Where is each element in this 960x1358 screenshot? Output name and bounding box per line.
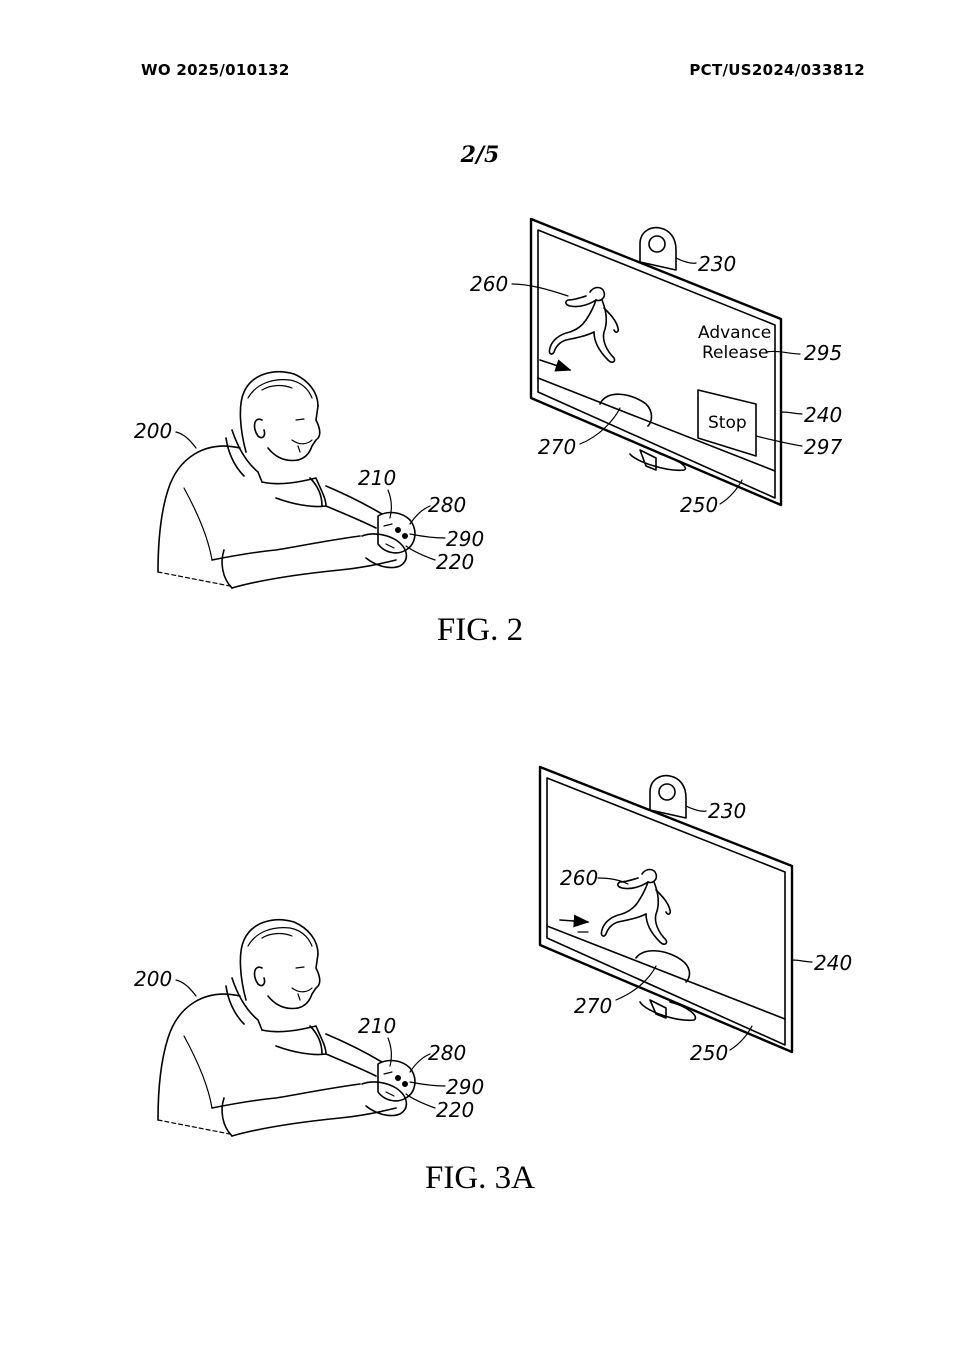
fig3a-ref-button-b: 290 xyxy=(446,1075,484,1099)
fig2-ref-hand: 220 xyxy=(436,550,474,574)
fig3a-motion-arrow xyxy=(559,914,590,928)
fig2-stop-button-box xyxy=(697,389,757,457)
fig2-ref-prompt: 295 xyxy=(804,341,842,365)
fig2-prompt-line2: Release xyxy=(702,343,768,363)
application-number: PCT/US2024/033812 xyxy=(689,61,865,79)
fig3a-ref-button-a: 280 xyxy=(428,1041,466,1065)
fig3a-display-bezel xyxy=(538,765,794,1054)
fig3a-ref-camera: 230 xyxy=(708,799,746,823)
fig2-ref-user: 200 xyxy=(134,419,172,443)
fig2-prompt-line1: Advance xyxy=(698,323,771,343)
fig3a-ref-object: 270 xyxy=(574,994,612,1018)
fig3a-ref-character: 260 xyxy=(560,866,598,890)
fig3a-ref-hand: 220 xyxy=(436,1098,474,1122)
fig2-motion-arrow xyxy=(539,359,572,372)
fig2-ref-button-b: 290 xyxy=(446,527,484,551)
fig3a-character-figure xyxy=(600,868,671,945)
fig2-ref-stop: 297 xyxy=(804,435,842,459)
fig3a-ref-user: 200 xyxy=(134,967,172,991)
fig2-display-bezel xyxy=(529,217,783,507)
fig3a-ref-screen: 250 xyxy=(690,1041,728,1065)
fig2-character-figure xyxy=(548,286,619,363)
fig2-ref-camera: 230 xyxy=(698,252,736,276)
publication-number: WO 2025/010132 xyxy=(141,61,290,79)
fig3a-drawing: 200 210 280 290 220 230 260 240 270 250 xyxy=(134,765,852,1137)
fig2-ref-display: 240 xyxy=(804,403,842,427)
fig2-ref-button-a: 280 xyxy=(428,493,466,517)
fig3a-ref-display: 240 xyxy=(814,951,852,975)
fig2-drawing: Advance Release Stop 200 210 280 290 220… xyxy=(134,217,842,589)
fig2-camera xyxy=(639,226,677,271)
fig2-ref-controller: 210 xyxy=(358,466,396,490)
fig2-stop-button-label: Stop xyxy=(708,413,747,433)
fig3a-camera xyxy=(649,774,687,819)
fig2-ref-character: 260 xyxy=(470,272,508,296)
fig3a-caption: FIG. 3A xyxy=(424,1160,535,1196)
sheet-number: 2/5 xyxy=(460,142,500,168)
fig2-ref-object: 270 xyxy=(538,435,576,459)
fig2-ref-screen: 250 xyxy=(680,493,718,517)
fig3a-ref-controller: 210 xyxy=(358,1014,396,1038)
fig2-caption: FIG. 2 xyxy=(436,612,524,648)
